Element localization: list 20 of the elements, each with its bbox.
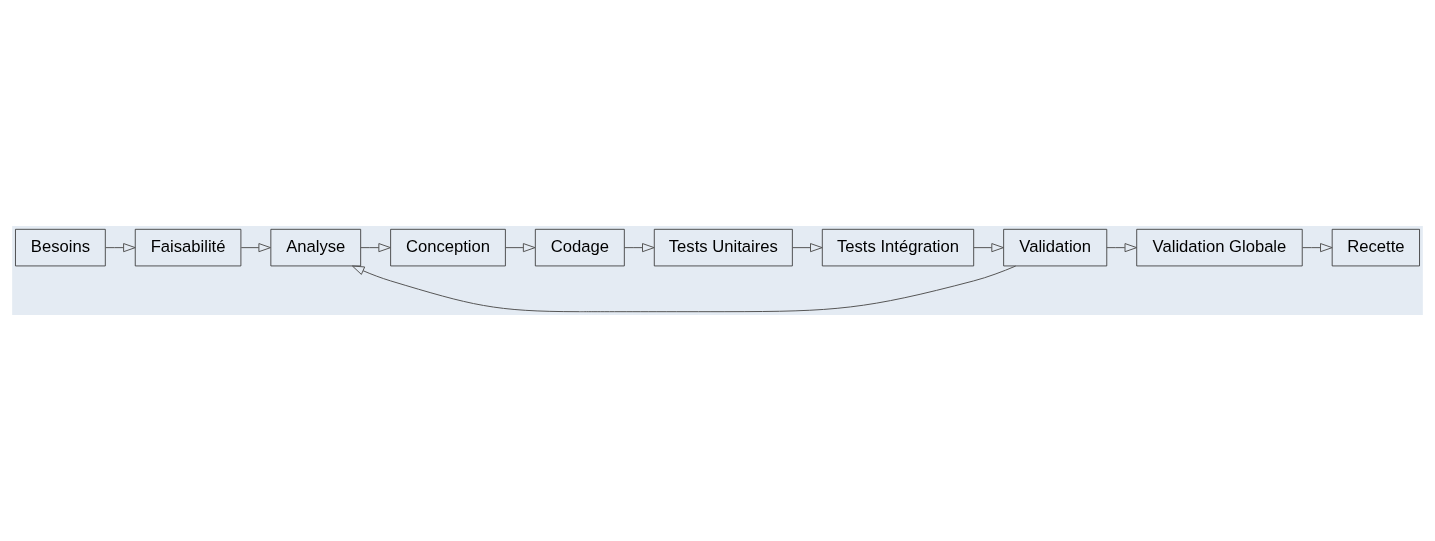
arrow (505, 243, 536, 253)
arrow (1106, 243, 1138, 253)
node-box: Besoins (15, 228, 106, 267)
node-box: Conception (390, 228, 506, 267)
arrow (1301, 243, 1333, 253)
arrow (351, 265, 1017, 313)
node-box: Tests Unitaires (653, 228, 793, 267)
node-box: Faisabilité (134, 228, 242, 267)
node-box: Validation (1003, 228, 1108, 267)
node-box: Analyse (270, 228, 362, 267)
node-box: Recette (1331, 228, 1420, 267)
arrow (240, 243, 272, 253)
node-box: Codage (534, 228, 625, 267)
arrow (105, 243, 136, 253)
arrow (623, 243, 655, 253)
node-box: Tests Intégration (821, 228, 975, 267)
arrow (792, 243, 823, 253)
arrow (973, 243, 1004, 253)
arrow (360, 243, 391, 253)
node-box: Validation Globale (1136, 228, 1303, 267)
